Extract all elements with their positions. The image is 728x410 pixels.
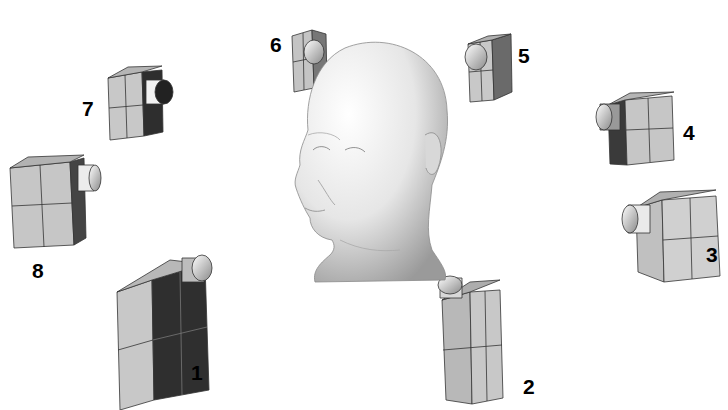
camera-7 [108, 66, 173, 140]
callout-number: 5 [518, 45, 530, 66]
camera-4 [596, 92, 674, 165]
callout-number: 8 [32, 260, 44, 281]
callout-number: 6 [270, 34, 282, 55]
camera-3 [622, 190, 720, 282]
camera-2 [438, 276, 503, 404]
callout-number: 3 [706, 244, 718, 265]
camera-1 [117, 255, 212, 410]
callout-number: 1 [191, 362, 203, 383]
callout-number: 2 [523, 376, 535, 397]
camera-8 [10, 155, 101, 248]
callout-number: 4 [683, 122, 695, 143]
head-scan [295, 42, 447, 282]
callout-number: 7 [82, 98, 94, 119]
camera-5 [465, 34, 512, 102]
